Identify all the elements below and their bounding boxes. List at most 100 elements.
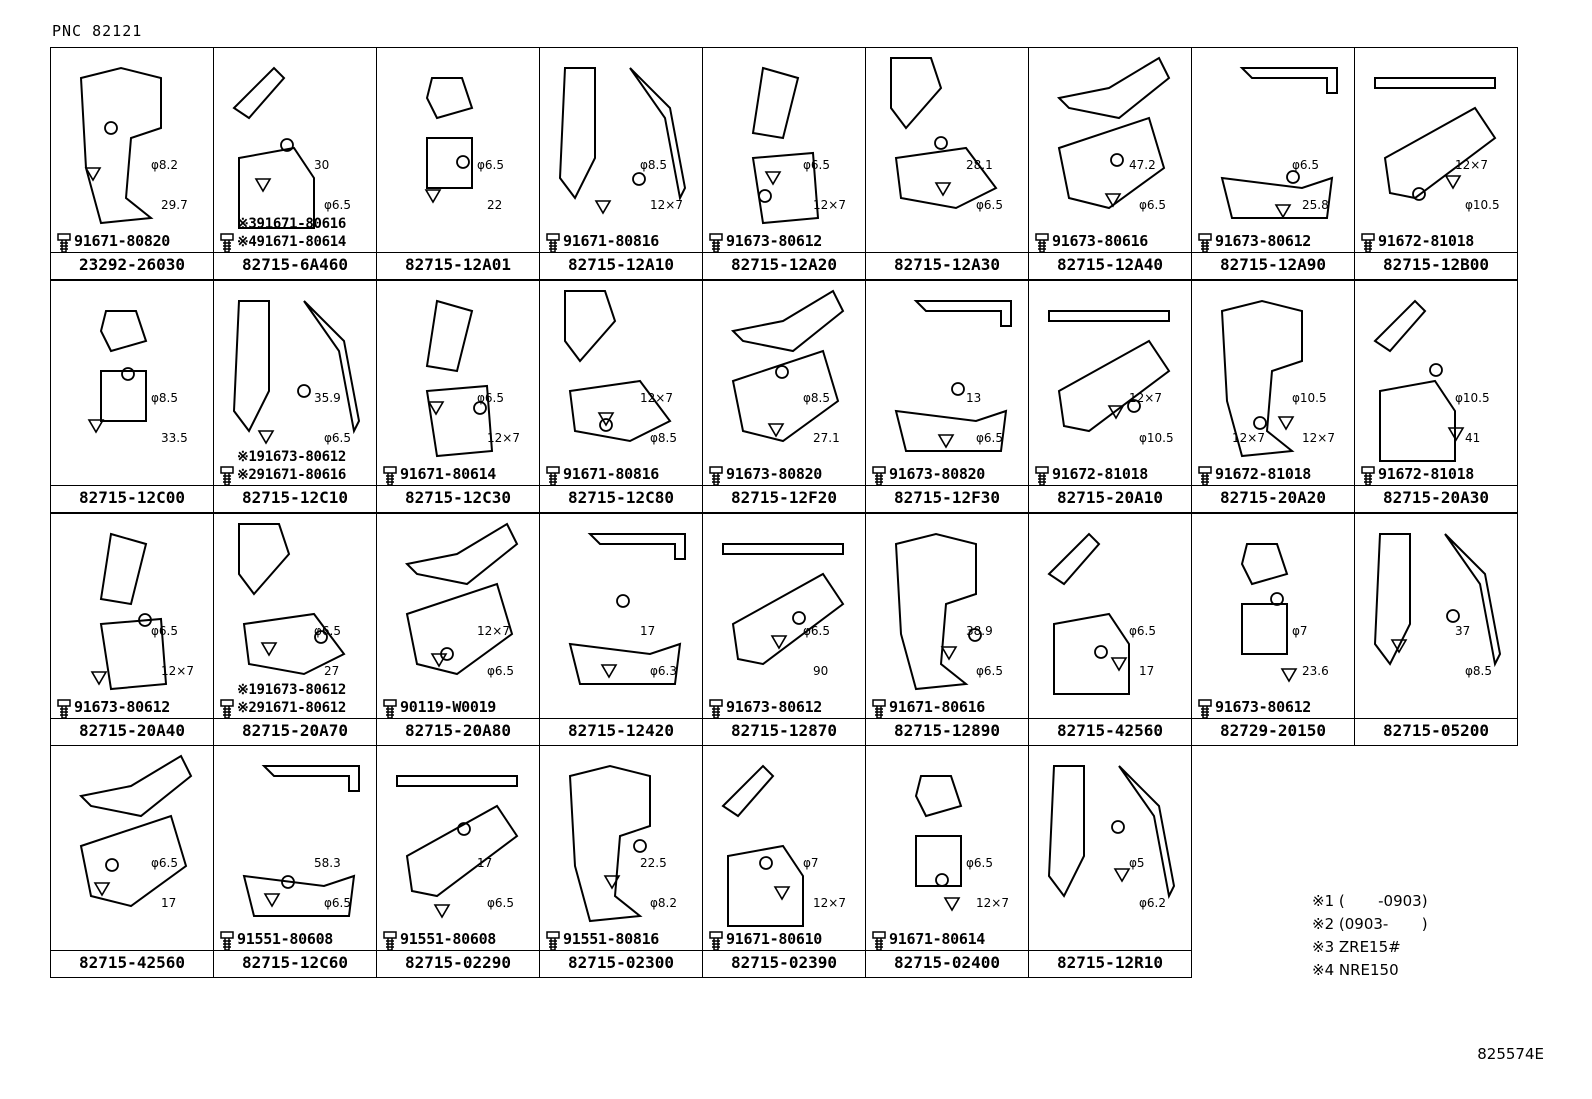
bolt-outline [709,233,723,253]
bolt-part-number: 91672-81018 [1052,465,1149,483]
mounting-hole [934,136,948,150]
dimension-label: φ6.5 [314,624,341,638]
mounting-hole [105,858,119,872]
part-number: 82715-20A40 [51,718,213,743]
part-number: 82715-20A10 [1029,485,1191,510]
legend-note-3: ※3 ZRE15# [1312,938,1401,956]
bolt-part-number: 90119-W0019 [400,698,497,716]
bolt-part-number: ※191673-80612 [237,682,346,698]
bolt-part-number: 91673-80612 [1215,698,1312,716]
mounting-hole [759,856,773,870]
bolt-outline [1198,699,1212,719]
bolt-outline [1361,233,1375,253]
part-number: 82715-02400 [866,950,1028,975]
triangle-mark [594,200,612,215]
bolt-icon [872,699,886,719]
bracket-drawing [87,310,148,434]
bracket-outline [404,522,519,676]
mounting-hole [314,630,328,644]
triangle-mark [1113,868,1131,883]
dimension-label: φ6.5 [1139,198,1166,212]
triangle-mark [603,875,621,890]
triangle-mark [257,430,275,445]
dimension-label: φ8.5 [151,391,178,405]
bolt-part-number: 91673-80820 [726,465,823,483]
dimension-label: 38.9 [966,624,993,638]
part-number: 82715-12F20 [703,485,865,510]
part-number: 82715-05200 [1355,718,1517,743]
bolt-outline [220,699,234,719]
bolt-part-number: 91673-80612 [74,698,171,716]
dimension-label: 90 [813,664,829,678]
mounting-hole [1127,399,1141,413]
legend-note-4: ※4 NRE150 [1312,961,1399,979]
mounting-hole [1429,363,1443,377]
dimension-label: φ6.5 [487,896,514,910]
bracket-outline [568,533,686,685]
bolt-part-number: 91551-80608 [237,930,334,948]
dimension-label: φ6.5 [324,431,351,445]
bracket-drawing [232,300,361,445]
triangle-mark [764,171,782,186]
bolt-outline [220,233,234,253]
bolt-part-number: 91673-80616 [1052,232,1149,250]
part-number: 82715-12420 [540,718,702,743]
dimension-label: φ8.5 [640,158,667,172]
triangle-mark [433,904,451,919]
mounting-hole [792,611,806,625]
bolt-icon [1198,233,1212,253]
mounting-hole [457,822,471,836]
bracket-outline [1374,77,1497,200]
bolt-outline [546,931,560,951]
dimension-label: 12×7 [640,391,673,405]
bracket-outline [1047,765,1176,900]
bolt-part-number: ※291671-80612 [237,700,346,716]
dimension-label: φ6.5 [487,664,514,678]
dimension-label: 33.5 [161,431,188,445]
triangle-mark [1444,175,1462,190]
dimension-label: 30 [314,158,330,172]
bracket-outline [890,57,998,210]
dimension-label: φ8.2 [650,896,677,910]
bolt-outline [872,699,886,719]
dimension-label: φ8.5 [1465,664,1492,678]
bracket-drawing [1048,310,1171,433]
part-number: 82715-02300 [540,950,702,975]
mounting-hole [951,382,965,396]
dimension-label: 17 [640,624,656,638]
bracket-outline [722,543,845,666]
bolt-outline [383,466,397,486]
bolt-part-number: 91671-80614 [400,465,497,483]
bracket-drawing [914,775,963,912]
dimension-label: 12×7 [1302,431,1335,445]
bracket-outline [751,66,820,225]
legend-note-1: ※1 ( -0903) [1312,892,1428,910]
bolt-part-number: 91671-80614 [889,930,986,948]
bracket-drawing [721,764,804,927]
bracket-outline [1047,532,1130,695]
bolt-icon [57,699,71,719]
bolt-part-number: ※391671-80616 [237,216,346,232]
dimension-label: 13 [966,391,982,405]
dimension-label: 12×7 [813,198,846,212]
dimension-label: 35.9 [314,391,341,405]
bracket-drawing [396,775,519,919]
bolt-icon [1361,466,1375,486]
bolt-part-number: 91551-80608 [400,930,497,948]
dimension-label: φ5 [1129,856,1145,870]
bolt-part-number: 91551-80816 [563,930,660,948]
bracket-drawing [78,754,193,908]
dimension-label: φ8.2 [151,158,178,172]
bolt-icon [1035,466,1049,486]
bolt-part-number: 91673-80612 [726,232,823,250]
bracket-outline [425,77,474,189]
triangle-mark [1110,657,1128,672]
bolt-outline [57,233,71,253]
part-number: 82715-20A20 [1192,485,1354,510]
bracket-drawing [238,523,346,676]
